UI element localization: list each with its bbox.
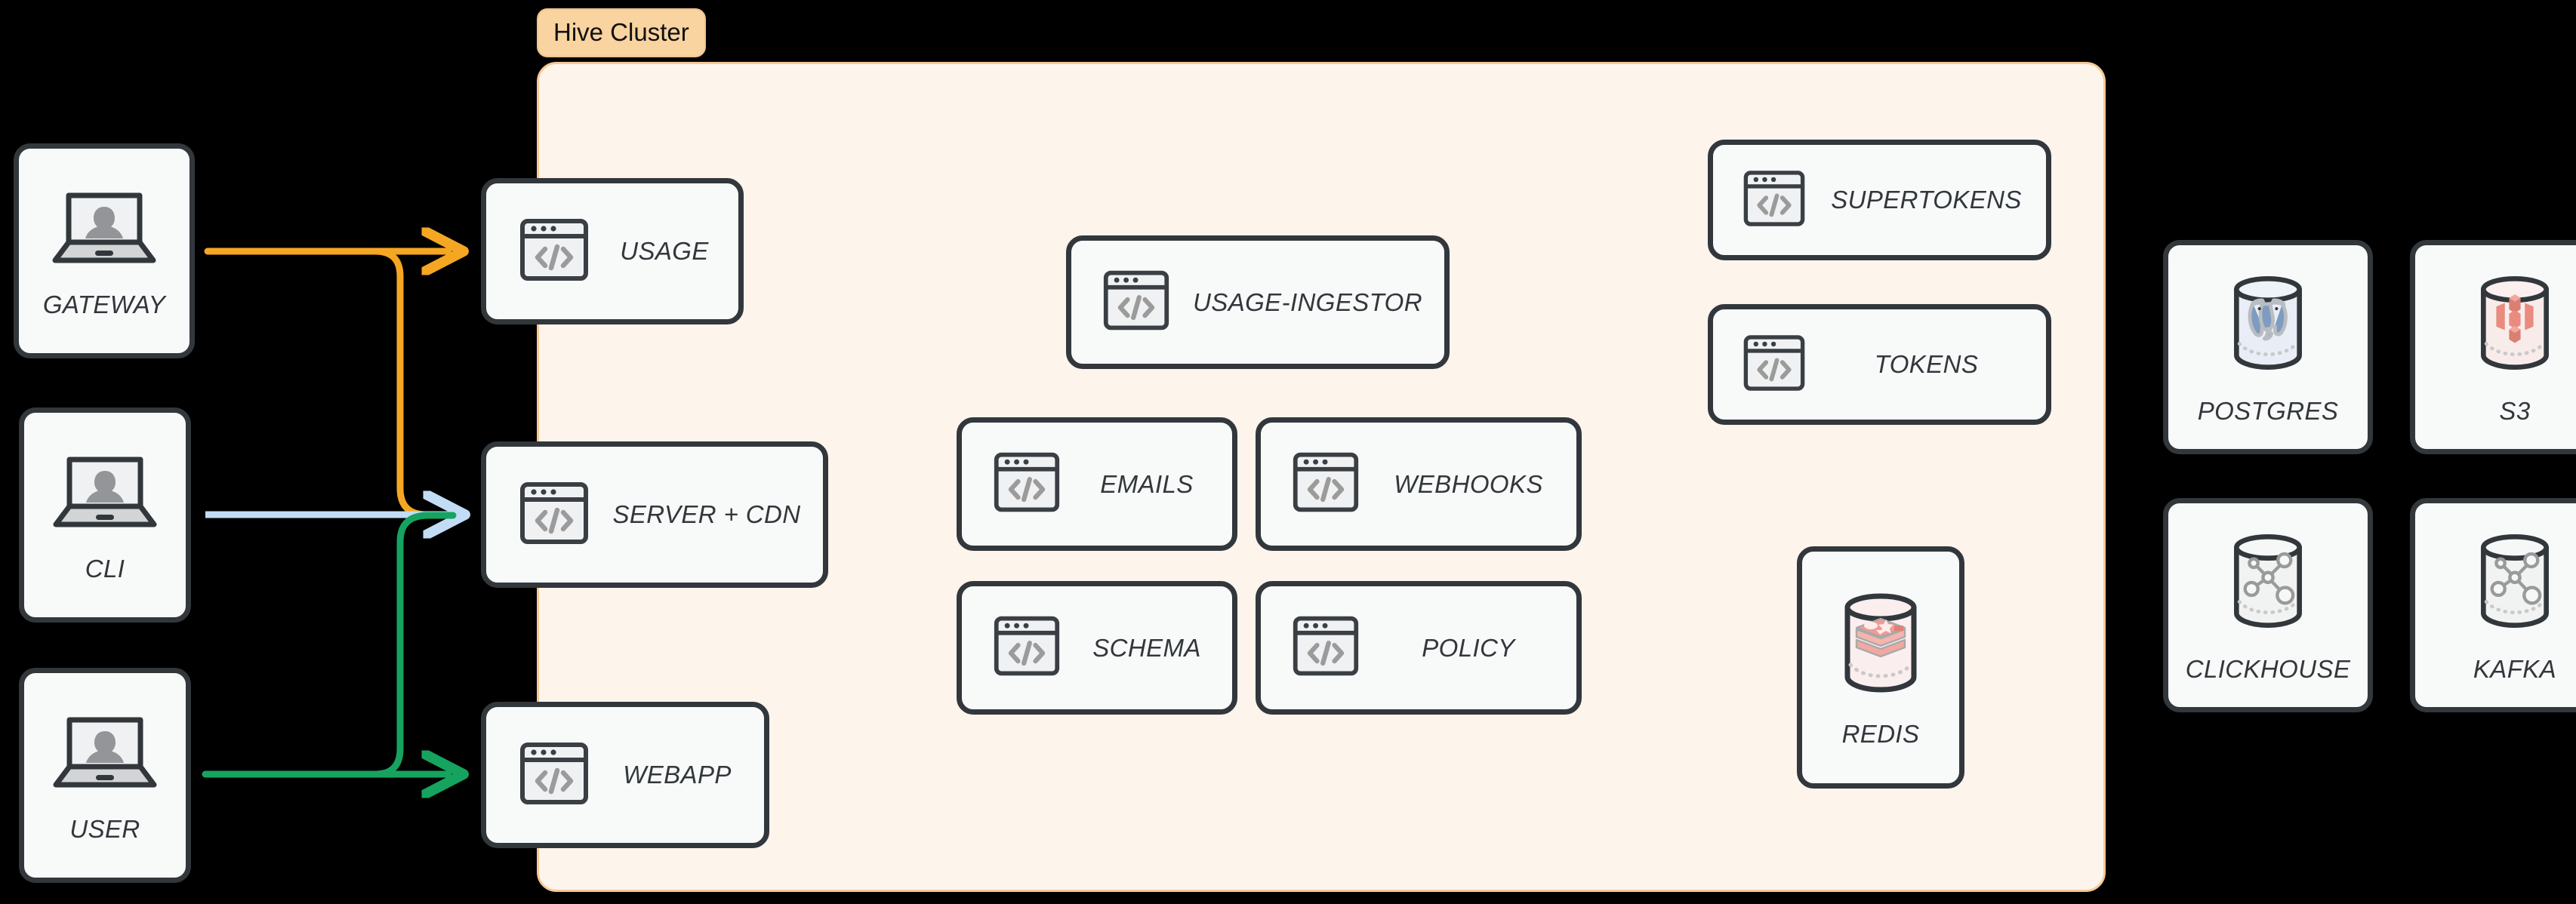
code-window-icon <box>518 214 590 290</box>
service-label: TOKENS <box>1874 350 1979 378</box>
code-window-icon <box>518 477 590 553</box>
service-label: SUPERTOKENS <box>1831 186 2022 214</box>
datastore-node-postgres[interactable]: POSTGRES <box>2163 240 2373 454</box>
service-label: POLICY <box>1422 633 1515 662</box>
client-label: USER <box>69 814 140 843</box>
nodes-cylinder-icon <box>2218 527 2318 638</box>
service-node-usage[interactable]: USAGE <box>481 178 744 324</box>
service-node-server-cdn[interactable]: SERVER + CDN <box>481 441 828 588</box>
code-window-icon <box>1291 447 1360 521</box>
client-label: GATEWAY <box>42 290 166 318</box>
datastore-label: POSTGRES <box>2197 396 2339 425</box>
datastore-label: CLICKHOUSE <box>2185 654 2351 683</box>
service-label: WEBAPP <box>623 761 732 789</box>
service-label: SERVER + CDN <box>612 500 801 528</box>
service-node-webapp[interactable]: WEBAPP <box>481 702 769 848</box>
datastore-label: REDIS <box>1841 720 1920 748</box>
service-node-schema[interactable]: SCHEMA <box>957 581 1237 715</box>
service-node-emails[interactable]: EMAILS <box>957 417 1237 551</box>
code-window-icon <box>1102 266 1171 339</box>
redis-cylinder-icon <box>1831 586 1930 703</box>
wire-user-to-server-cdn <box>202 512 457 778</box>
client-node-gateway[interactable]: GATEWAY <box>14 143 195 358</box>
code-window-icon <box>992 447 1062 521</box>
datastore-node-clickhouse[interactable]: CLICKHOUSE <box>2163 498 2373 712</box>
datastore-node-redis[interactable]: REDIS <box>1797 546 1964 789</box>
client-node-cli[interactable]: CLI <box>19 407 191 623</box>
s3-cylinder-icon <box>2465 269 2565 380</box>
datastore-label: KAFKA <box>2473 654 2557 683</box>
service-node-usage-ingestor[interactable]: USAGE-INGESTOR <box>1066 235 1450 369</box>
code-window-icon <box>1742 166 1807 235</box>
laptop-user-icon <box>48 447 162 538</box>
service-label: USAGE <box>620 237 709 265</box>
postgres-cylinder-icon <box>2218 269 2318 380</box>
client-node-user[interactable]: USER <box>19 668 191 883</box>
service-label: SCHEMA <box>1092 633 1201 662</box>
code-window-icon <box>518 737 590 813</box>
service-node-tokens[interactable]: TOKENS <box>1708 304 2051 425</box>
nodes-cylinder-icon <box>2465 527 2565 638</box>
datastore-label: S3 <box>2499 396 2531 425</box>
laptop-user-icon <box>48 183 161 274</box>
client-label: CLI <box>85 554 125 583</box>
code-window-icon <box>1291 611 1360 684</box>
wire-gateway-to-server-cdn <box>204 248 457 518</box>
service-node-supertokens[interactable]: SUPERTOKENS <box>1708 140 2051 260</box>
service-node-policy[interactable]: POLICY <box>1256 581 1582 715</box>
service-label: EMAILS <box>1100 469 1194 498</box>
datastore-node-s3[interactable]: S3 <box>2410 240 2576 454</box>
hive-cluster-badge: Hive Cluster <box>537 8 706 57</box>
service-label: USAGE-INGESTOR <box>1193 287 1422 316</box>
service-label: WEBHOOKS <box>1394 469 1543 498</box>
datastore-node-kafka[interactable]: KAFKA <box>2410 498 2576 712</box>
code-window-icon <box>1742 331 1807 399</box>
laptop-user-icon <box>48 708 162 798</box>
code-window-icon <box>992 611 1062 684</box>
service-node-webhooks[interactable]: WEBHOOKS <box>1256 417 1582 551</box>
